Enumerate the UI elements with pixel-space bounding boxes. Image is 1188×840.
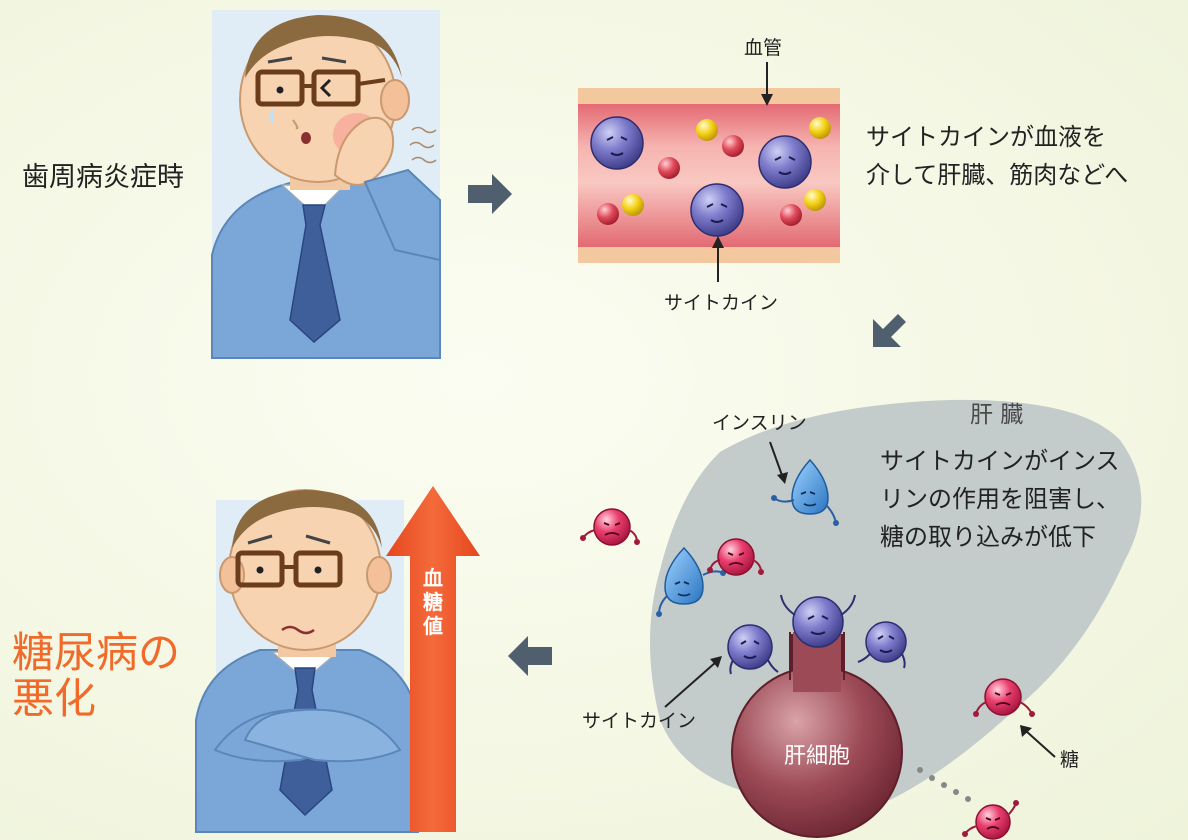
worried-man-illustration-2: [195, 489, 419, 833]
red-blood-particle: [722, 135, 744, 157]
cytokine-molecule: [727, 624, 779, 675]
arrow-right-icon: [468, 174, 512, 214]
blood-sugar-up-arrow: [386, 486, 480, 832]
sugar-molecule: [962, 800, 1019, 840]
cytokine-vessel-label: サイトカイン: [664, 292, 779, 314]
blood-vessel-label: 血管: [744, 37, 783, 59]
sugar-molecule: [973, 678, 1035, 717]
result-line-2: 悪化: [12, 674, 97, 723]
arrow-left-icon: [508, 636, 552, 676]
liver-caption: サイトカインがインス リンの作用を阻害し、 糖の取り込みが低下: [880, 442, 1120, 556]
arrow-down-right-icon: [873, 314, 906, 347]
symptom-label: 歯周病炎症時: [22, 162, 184, 193]
blood-sugar-char-2: 糖: [423, 590, 443, 614]
insulin-molecule: [656, 546, 726, 617]
insulin-molecule: [771, 458, 839, 526]
red-blood-particle: [658, 157, 680, 179]
red-blood-particle: [597, 203, 619, 225]
yellow-blood-particle: [809, 117, 831, 139]
cytokine-molecule: [690, 183, 744, 237]
cytokine-molecule: [758, 135, 812, 189]
blood-sugar-label: 血 糖 値: [420, 566, 446, 638]
insulin-label: インスリン: [712, 412, 807, 434]
cytokine-label-pointer: [712, 236, 724, 282]
cytokine-molecule: [590, 116, 644, 170]
vessel-caption: サイトカインが血液を 介して肝臓、筋肉などへ: [866, 118, 1128, 194]
cytokine-molecule: [857, 621, 907, 669]
vessel-label-pointer: [761, 62, 773, 106]
yellow-blood-particle: [622, 194, 644, 216]
sugar-label-pointer: [1020, 725, 1056, 758]
vessel-caption-line-1: サイトカインが血液を: [866, 123, 1106, 151]
blood-sugar-char-1: 血: [423, 566, 443, 590]
yellow-blood-particle: [696, 119, 718, 141]
sugar-molecule: [580, 508, 640, 546]
dotted-sugar-path: [917, 767, 971, 802]
vessel-caption-line-2: 介して肝臓、筋肉などへ: [866, 161, 1129, 189]
sugar-label: 糖: [1060, 749, 1080, 771]
red-blood-particle: [780, 204, 802, 226]
liver-caption-line-1: サイトカインがインス: [880, 447, 1120, 475]
liver-caption-line-3: 糖の取り込みが低下: [880, 523, 1096, 551]
blood-vessel-illustration: [578, 88, 840, 263]
result-line-1: 糖尿病の: [12, 628, 181, 677]
cytokine-liver-label-pointer: [664, 656, 722, 708]
worried-man-illustration-1: [211, 10, 441, 359]
insulin-label-pointer: [769, 441, 788, 484]
result-label: 糖尿病の 悪化: [12, 630, 180, 722]
blood-sugar-char-3: 値: [423, 614, 443, 638]
cytokine-liver-label: サイトカイン: [582, 710, 697, 732]
yellow-blood-particle: [804, 189, 826, 211]
liver-label: 肝 臓: [970, 402, 1024, 428]
liver-caption-line-2: リンの作用を阻害し、: [880, 485, 1120, 513]
hepatocyte-label: 肝細胞: [784, 744, 851, 769]
sugar-molecule: [707, 538, 764, 576]
cytokine-molecule: [780, 594, 856, 648]
